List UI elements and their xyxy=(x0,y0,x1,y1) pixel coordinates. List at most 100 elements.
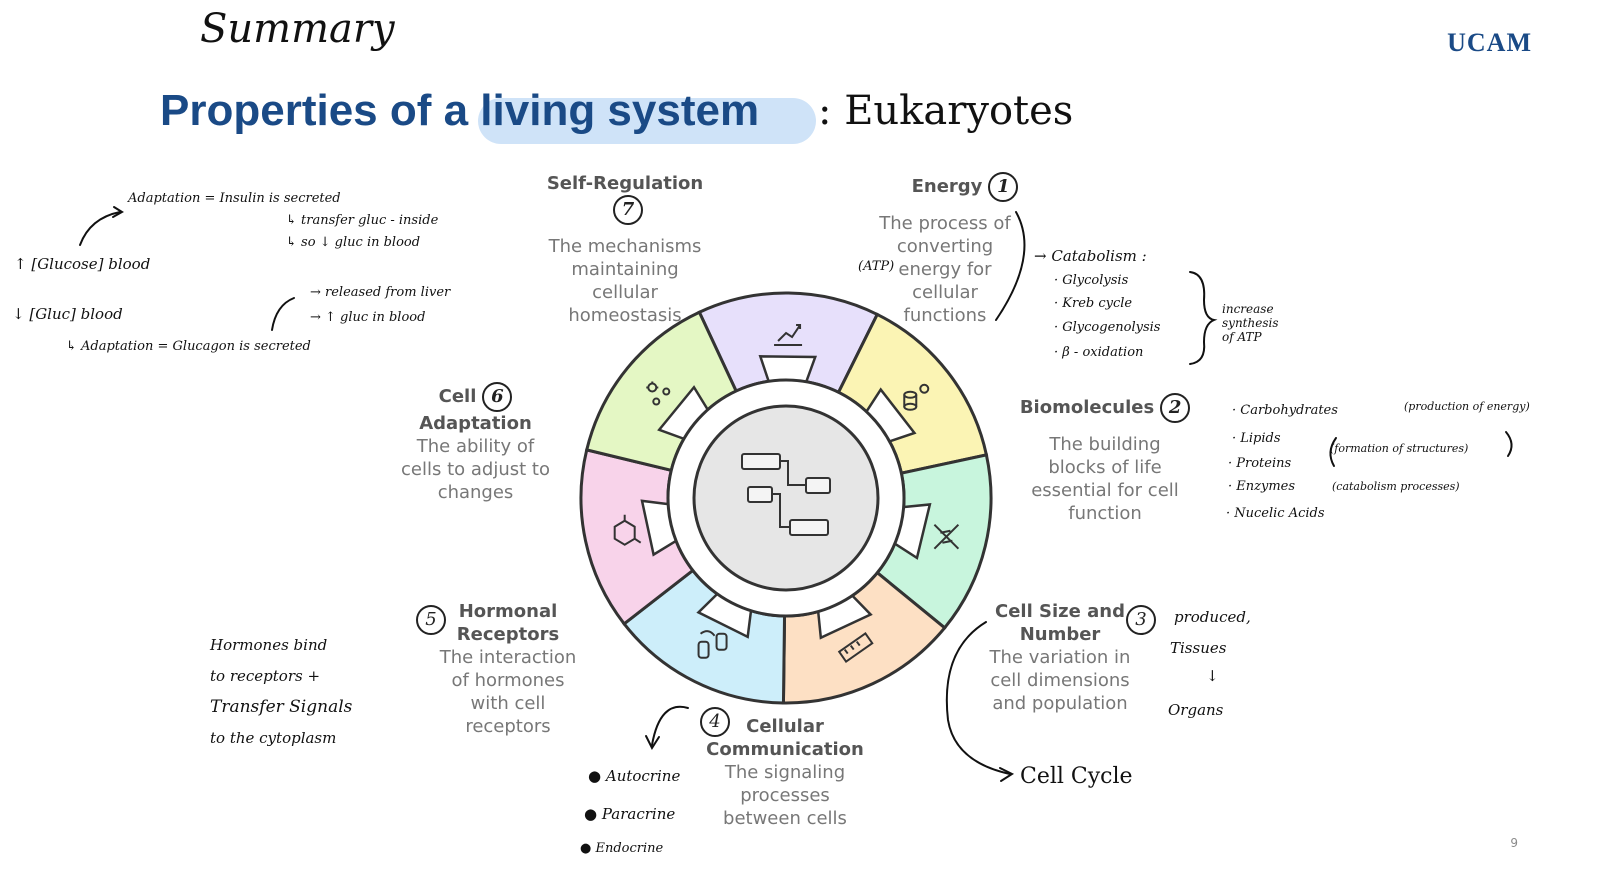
note-cell-cycle: Cell Cycle xyxy=(1020,764,1133,789)
cell-size-title-1: Cell Size and xyxy=(995,601,1125,622)
note-glucose-high: ↑ [Glucose] blood xyxy=(14,255,151,273)
card-hormonal: Hormonal Receptors The interaction of ho… xyxy=(428,600,588,738)
arrow-cell-cycle xyxy=(945,621,1011,775)
note-catabolism: → Catabolism : xyxy=(1034,247,1147,265)
note-bio-item-5: · Nucelic Acids xyxy=(1226,506,1325,521)
wheel-center-circle xyxy=(692,404,880,592)
virus-icon xyxy=(646,381,671,406)
page-title: Properties of a living system xyxy=(160,86,760,135)
flowchart-icon xyxy=(741,453,831,536)
note-glucose-low: ↓ [Gluc] blood xyxy=(12,305,123,323)
note-bio-formation: (formation of structures) xyxy=(1330,442,1469,455)
note-glucagon-1: → released from liver xyxy=(310,285,451,300)
energy-desc-1: The process of xyxy=(879,213,1011,234)
biomolecules-desc-4: function xyxy=(1068,503,1142,524)
note-bio-item-1: · Carbohydrates xyxy=(1232,403,1338,418)
cell-size-desc-1: The variation in xyxy=(989,647,1131,668)
number-badge-6: 6 xyxy=(482,382,513,412)
card-self-regulation: Self-Regulation7 The mechanisms maintain… xyxy=(530,172,720,327)
adaptation-title-2: Adaptation xyxy=(419,413,532,434)
communication-desc-3: between cells xyxy=(723,808,847,829)
communication-title-2: Communication xyxy=(706,739,864,760)
hormonal-desc-4: receptors xyxy=(465,716,551,737)
energy-desc-5: functions xyxy=(903,305,987,326)
energy-desc-2: converting xyxy=(896,236,994,257)
note-comm-1: ● Autocrine xyxy=(588,767,681,785)
growth-chart-icon xyxy=(774,324,803,347)
handwritten-heading: Summary xyxy=(200,6,395,52)
note-hormone-1: Hormones bind xyxy=(210,636,328,654)
self-regulation-desc-4: homeostasis xyxy=(568,305,682,326)
card-cell-size: Cell Size and Number The variation in ce… xyxy=(980,600,1140,715)
brace-energy xyxy=(995,211,1026,321)
note-bio-item-4: · Enzymes xyxy=(1228,479,1296,494)
hormonal-desc-2: of hormones xyxy=(451,670,565,691)
communication-title-1: Cellular xyxy=(746,716,824,737)
note-size-tissues: Tissues xyxy=(1170,639,1227,657)
arrow-communication xyxy=(651,705,689,746)
title-highlight xyxy=(478,98,816,144)
adaptation-desc-1: The ability of xyxy=(416,436,535,457)
communication-desc-1: The signaling xyxy=(724,762,846,783)
card-communication: Cellular Communication The signaling pro… xyxy=(700,715,870,830)
hormonal-title-1: Hormonal xyxy=(458,601,558,622)
title-suffix: : Eukaryotes xyxy=(818,88,1074,134)
adaptation-title-1: Cell xyxy=(438,386,477,407)
note-insulin-2: ↳ so ↓ gluc in blood xyxy=(286,235,421,250)
note-cat-item-1: · Glycolysis xyxy=(1054,273,1129,288)
number-badge-3: 3 xyxy=(1126,605,1156,635)
cell-size-title-2: Number xyxy=(1019,624,1101,645)
note-comm-2: ● Paracrine xyxy=(584,805,676,823)
note-cat-item-4: · β - oxidation xyxy=(1054,345,1144,360)
note-hormone-3: Transfer Signals xyxy=(210,697,353,717)
adaptation-desc-2: cells to adjust to xyxy=(401,459,550,480)
note-insulin-1: ↳ transfer gluc - inside xyxy=(286,213,439,228)
number-badge-2: 2 xyxy=(1160,393,1191,423)
note-bio-item-3: · Proteins xyxy=(1228,456,1292,471)
note-bio-catabolism: (catabolism processes) xyxy=(1332,480,1460,493)
hormonal-desc-3: with cell xyxy=(470,693,546,714)
ruler-icon xyxy=(837,632,874,664)
number-badge-7: 7 xyxy=(613,195,643,225)
communication-desc-2: processes xyxy=(740,785,830,806)
hormonal-title-2: Receptors xyxy=(456,624,560,645)
molecule-icon xyxy=(613,514,642,546)
dna-icon xyxy=(933,524,960,550)
note-cat-item-2: · Kreb cycle xyxy=(1054,296,1133,311)
note-increase-2: synthesis xyxy=(1222,316,1279,330)
note-bio-item-2: · Lipids xyxy=(1232,431,1281,446)
energy-desc-4: cellular xyxy=(912,282,978,303)
arrow-glucagon xyxy=(271,297,295,331)
note-size-arrow: ↓ xyxy=(1206,667,1219,685)
number-badge-4: 4 xyxy=(700,707,730,737)
hormonal-desc-1: The interaction xyxy=(439,647,577,668)
energy-title: Energy xyxy=(911,176,983,197)
number-badge-5: 5 xyxy=(416,605,446,635)
note-adaptation-glucagon: ↳ Adaptation = Glucagon is secreted xyxy=(66,339,311,354)
database-sync-icon xyxy=(697,630,728,659)
note-comm-3: ● Endocrine xyxy=(580,841,664,856)
biomolecules-desc-2: blocks of life xyxy=(1048,457,1162,478)
biomolecules-desc-3: essential for cell xyxy=(1031,480,1179,501)
biomolecules-desc-1: The building xyxy=(1049,434,1161,455)
coins-icon xyxy=(903,383,930,411)
note-size-organs: Organs xyxy=(1168,701,1224,719)
paren-bio-close xyxy=(1505,431,1513,457)
self-regulation-title: Self-Regulation xyxy=(546,173,704,194)
note-glucagon-2: → ↑ gluc in blood xyxy=(310,310,426,325)
energy-desc-3: energy for xyxy=(898,259,992,280)
page-number: 9 xyxy=(1510,836,1518,850)
note-cat-item-3: · Glycogenolysis xyxy=(1054,320,1161,335)
note-hormone-lines: Hormones bind to receptors + Transfer Si… xyxy=(210,630,352,754)
note-size-produced: produced, xyxy=(1174,608,1251,626)
number-badge-1: 1 xyxy=(988,172,1019,202)
note-increase-3: of ATP xyxy=(1222,330,1262,344)
note-increase-1: increase xyxy=(1222,302,1274,316)
note-atp: (ATP) xyxy=(858,259,895,274)
paren-bio xyxy=(1329,437,1337,467)
self-regulation-desc-3: cellular xyxy=(592,282,658,303)
note-hormone-4: to the cytoplasm xyxy=(210,729,337,747)
